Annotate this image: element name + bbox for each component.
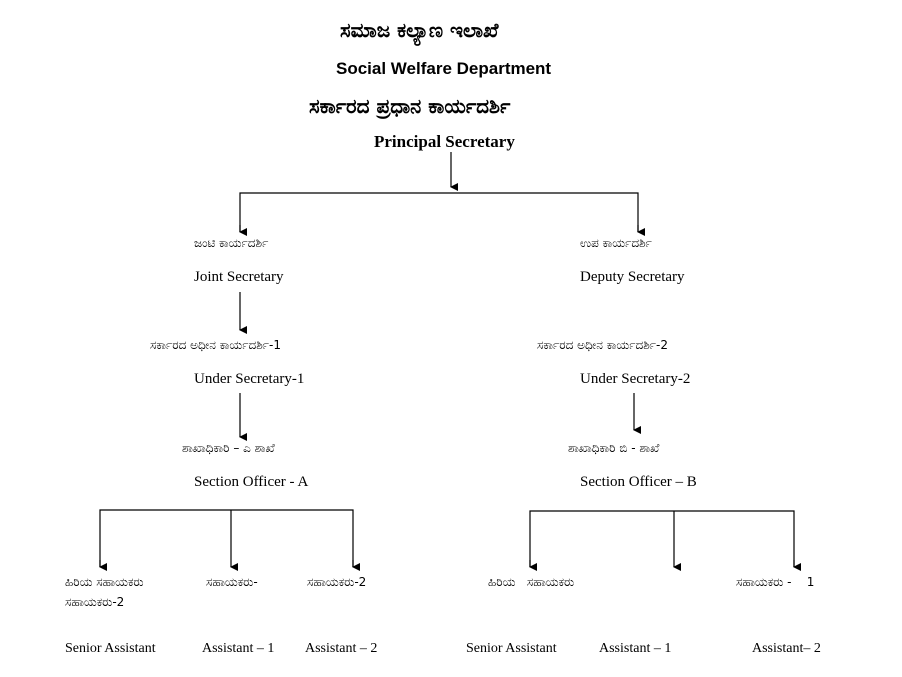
branch-top xyxy=(239,192,639,232)
right-senior-assistant-english: Senior Assistant xyxy=(466,641,557,656)
under-secretary-2-english: Under Secretary-2 xyxy=(580,371,691,387)
deputy-secretary-kannada: ಉಪ ಕಾರ್ಯದರ್ಶಿ xyxy=(580,236,652,250)
under-secretary-2-kannada: ಸರ್ಕಾರದ ಅಧೀನ ಕಾರ್ಯದರ್ಶಿ-2 xyxy=(537,338,668,352)
principal-secretary-kannada: ಸರ್ಕಾರದ ಪ್ರಧಾನ ಕಾರ್ಯದರ್ಶಿ xyxy=(309,94,511,118)
left-assistant-1-kannada: ಸಹಾಯಕರು- xyxy=(206,575,258,589)
section-officer-a-english: Section Officer - A xyxy=(194,474,309,490)
branch-left-bottom xyxy=(99,509,354,567)
right-assistant-kannada: ಸಹಾಯಕರು - 1 xyxy=(736,575,815,589)
left-assistant-wrap-kannada: ಸಹಾಯಕರು-2 xyxy=(65,595,125,609)
left-assistant-1-english: Assistant – 1 xyxy=(202,641,275,656)
joint-secretary-kannada: ಜಂಟಿ ಕಾರ್ಯದರ್ಶಿ xyxy=(194,236,269,250)
left-assistant-2-english: Assistant – 2 xyxy=(305,641,378,656)
department-title-kannada: ಸಮಾಜ ಕಲ್ಯಾಣ ಇಲಾಖೆ xyxy=(340,18,499,42)
branch-right-bottom xyxy=(529,510,795,567)
right-senior-assistant-kannada: ಹಿರಿಯ ಸಹಾಯಕರು xyxy=(488,575,575,589)
under-secretary-1-english: Under Secretary-1 xyxy=(194,371,305,387)
department-title-english: Social Welfare Department xyxy=(336,59,552,78)
right-assistant-1-english: Assistant – 1 xyxy=(599,641,672,656)
joint-secretary-english: Joint Secretary xyxy=(194,269,284,285)
right-assistant-2-english: Assistant– 2 xyxy=(752,641,821,656)
left-senior-assistant-kannada: ಹಿರಿಯ ಸಹಾಯಕರು xyxy=(65,575,144,589)
left-senior-assistant-english: Senior Assistant xyxy=(65,641,156,656)
under-secretary-1-kannada: ಸರ್ಕಾರದ ಅಧೀನ ಕಾರ್ಯದರ್ಶಿ-1 xyxy=(150,338,281,352)
deputy-secretary-english: Deputy Secretary xyxy=(580,269,685,285)
section-officer-b-english: Section Officer – B xyxy=(580,474,697,490)
principal-secretary-english: Principal Secretary xyxy=(374,132,515,151)
section-officer-b-kannada: ಶಾಖಾಧಿಕಾರಿ ಬಿ - ಶಾಖೆ xyxy=(568,441,660,455)
section-officer-a-kannada: ಶಾಖಾಧಿಕಾರಿ – ಎ ಶಾಖೆ xyxy=(182,441,275,455)
left-assistant-2-kannada: ಸಹಾಯಕರು-2 xyxy=(307,575,367,589)
